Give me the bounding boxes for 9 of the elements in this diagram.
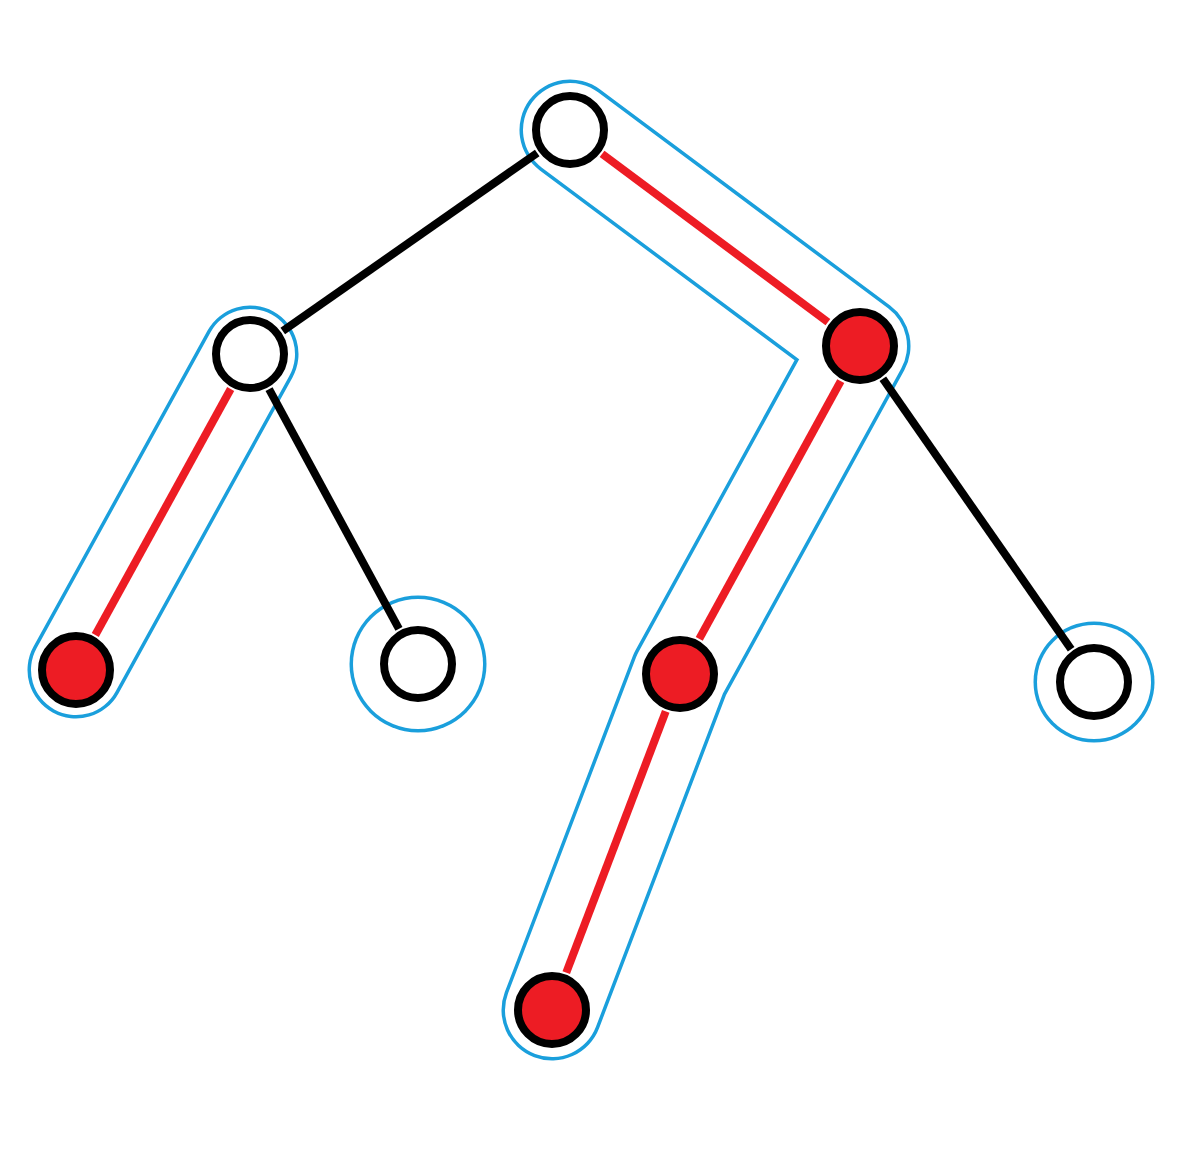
tree-edge — [695, 379, 845, 641]
chain-outline — [346, 592, 490, 736]
tree-edge — [91, 387, 235, 637]
tree-edge — [280, 149, 540, 335]
chain-outline — [498, 76, 914, 1064]
tree-edge — [562, 709, 670, 975]
chain-outline — [24, 302, 302, 722]
tree-edge — [265, 387, 403, 631]
chain-outline — [1030, 618, 1158, 746]
